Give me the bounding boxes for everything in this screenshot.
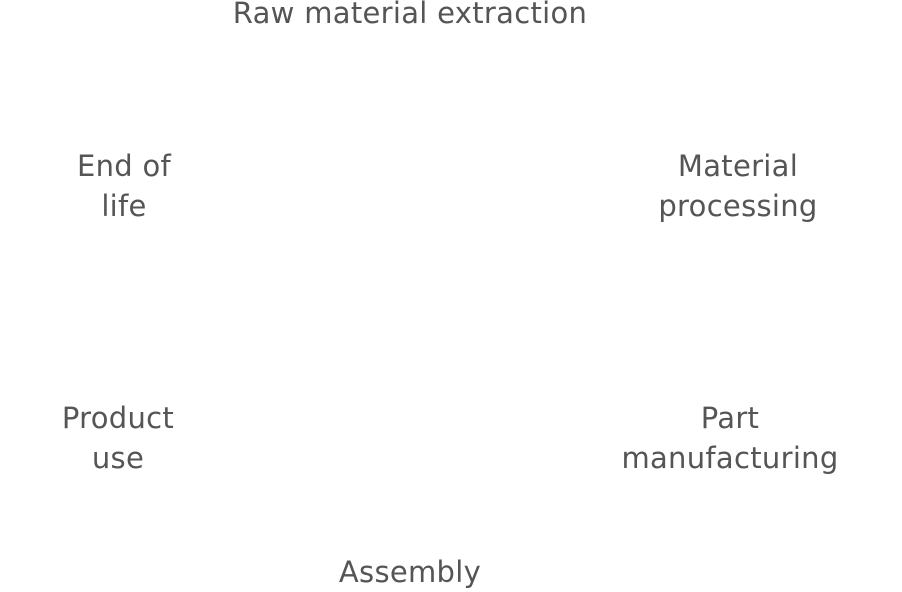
stage-assembly: Assembly bbox=[338, 555, 482, 589]
stage-end-of-life: End of life bbox=[76, 149, 172, 223]
stage-part-manufacturing: Part manufacturing bbox=[621, 401, 839, 475]
stage-material-processing: Material processing bbox=[658, 149, 818, 223]
stage-product-use: Product use bbox=[61, 401, 175, 475]
stage-raw-material-extraction: Raw material extraction bbox=[232, 0, 588, 30]
